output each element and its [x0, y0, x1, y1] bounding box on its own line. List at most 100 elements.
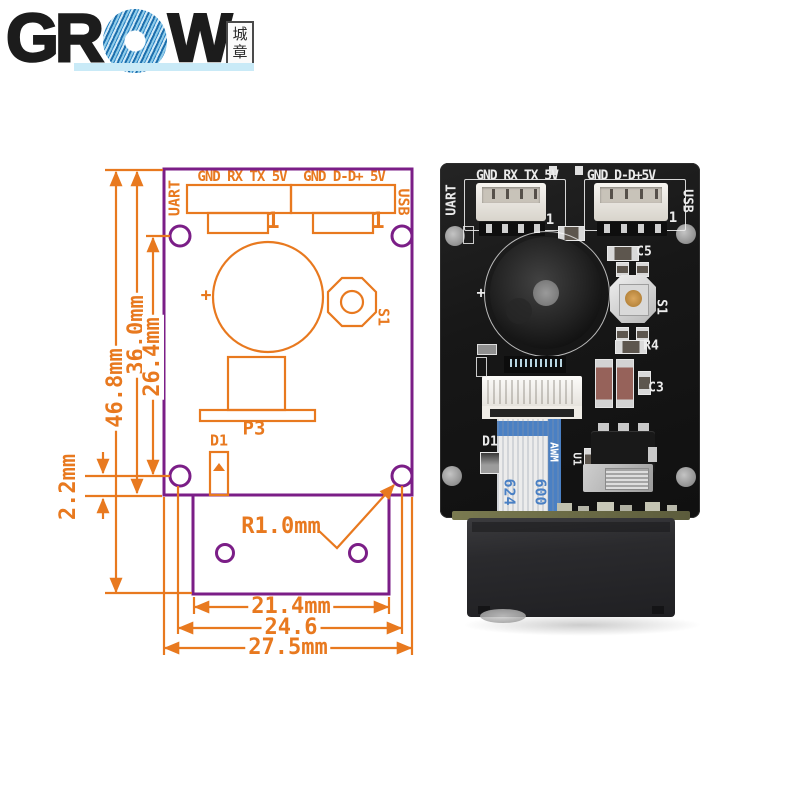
regulator-tab — [648, 447, 657, 462]
mount-hole-top-right — [390, 224, 414, 248]
flex-cable — [497, 419, 561, 518]
regulator-pin — [638, 423, 649, 432]
ffc-slot — [490, 409, 574, 417]
silk-outline — [476, 357, 487, 377]
usb-pin — [655, 189, 658, 199]
button-center — [339, 289, 365, 315]
logo-text-gr: GR — [5, 0, 106, 76]
photo-u1-label: U1 — [570, 452, 584, 466]
diode-symbol — [213, 463, 225, 471]
photo-hole-top-right — [676, 224, 696, 244]
scan-head — [467, 518, 675, 617]
metal-can — [605, 468, 649, 490]
photo-shadow — [462, 614, 702, 636]
buzzer-center-hole — [533, 280, 559, 306]
silk-mark-1 — [549, 166, 557, 175]
usb-pin — [640, 189, 643, 199]
photo-usb-label: USB — [679, 189, 695, 213]
photo-d1-label: D1 — [482, 434, 498, 450]
edge-pad — [620, 505, 632, 514]
edge-pad — [597, 502, 614, 513]
regulator-pin — [618, 423, 629, 432]
diagram-usb-pin-labels: GND D-D+ 5V — [303, 169, 386, 185]
cable-blue-band-top — [497, 421, 561, 436]
head-hole-right — [348, 543, 368, 563]
diagram-button-label: S1 — [374, 307, 393, 327]
uart-pin — [506, 189, 509, 199]
photo-s1-label: S1 — [653, 299, 669, 315]
button-passive — [636, 262, 649, 277]
c3-capacitor-2 — [616, 359, 634, 408]
photo-usb-pin-labels: GND D-D+5V — [586, 168, 656, 184]
cable-ridges — [497, 419, 561, 518]
diagram-usb-label: USB — [394, 188, 413, 216]
button-footprint — [326, 276, 378, 328]
tact-button-plunger — [625, 290, 642, 307]
radius-leader-line — [317, 484, 395, 550]
dim-board-width-label: 27.5mm — [245, 637, 331, 659]
seal-char-bottom: 章 — [232, 43, 248, 61]
dim-hole-offset-label: 2.2mm — [56, 453, 81, 521]
edge-pad — [645, 502, 660, 513]
photo-c3-label: C3 — [648, 380, 664, 396]
diagram-uart-pin-labels: GND RX TX 5V — [197, 169, 287, 185]
scan-head-notch — [652, 606, 664, 614]
diode-footprint — [208, 450, 230, 497]
diagram-camera-label: P3 — [242, 417, 266, 440]
diagram-diode-label: D1 — [209, 431, 229, 450]
button-passive — [616, 262, 629, 277]
usb-pin-footprint — [311, 211, 375, 235]
photo-buzzer-plus: + — [476, 283, 486, 302]
usb-solder-row — [597, 222, 667, 236]
photo-uart-label: UART — [444, 184, 460, 216]
camera-base-footprint — [198, 408, 317, 423]
uart-connector-slot — [482, 187, 540, 203]
mount-hole-top-left — [168, 224, 192, 248]
mount-hole-bottom-right — [390, 464, 414, 488]
diagram-pin1-left: 1 — [266, 209, 280, 234]
cable-num1-text: 600 — [531, 478, 550, 506]
usb-stud — [638, 224, 644, 233]
uart-stud — [518, 224, 524, 233]
photo-hole-bottom-right — [676, 467, 696, 487]
ffc-contacts — [487, 380, 577, 404]
uart-stud — [534, 224, 540, 233]
dimension-lines — [85, 168, 414, 655]
board-outline-group — [162, 167, 414, 596]
usb-stud — [604, 224, 610, 233]
module-photo: AWM 600 624 GND RX TX — [440, 163, 702, 643]
component-footprints — [185, 183, 397, 497]
mount-hole-bottom-left — [168, 464, 192, 488]
hole-radius-label: R1.0mm — [241, 514, 321, 539]
dim-head-width-label: 21.4mm — [248, 596, 334, 618]
scan-head-outline — [191, 493, 391, 596]
photo-c5-label: C5 — [636, 244, 652, 260]
c5-resistor — [607, 246, 639, 261]
logo-underline — [74, 63, 254, 71]
cable-awm-text: AWM — [547, 442, 561, 462]
buzzer-shade — [506, 298, 532, 324]
usb-pin — [610, 189, 613, 199]
cable-blue-band-side — [548, 419, 561, 518]
scan-head-notch — [478, 606, 490, 614]
edge-pad — [578, 506, 589, 514]
silk-outline — [477, 344, 497, 355]
photo-pin1-right: 1 — [668, 210, 678, 226]
photo-uart-pin-labels: GND RX TX 5V — [476, 168, 559, 184]
photo-hole-bottom-left — [442, 466, 462, 486]
edge-pad — [557, 503, 572, 514]
regulator-pin — [598, 423, 609, 432]
cable-num2-text: 624 — [500, 478, 519, 506]
glue-blob — [480, 609, 526, 623]
dim-hole-height-label: 26.4mm — [140, 314, 165, 400]
usb-stud — [621, 224, 627, 233]
d1-led — [480, 452, 500, 474]
usb-pin — [625, 189, 628, 199]
photo-r4-label: R4 — [643, 338, 659, 354]
uart-pin — [492, 189, 495, 199]
uart-stud — [486, 224, 492, 233]
buzzer-footprint — [211, 240, 325, 354]
c3-side-resistor — [638, 371, 651, 395]
seal-char-top: 城 — [232, 25, 248, 43]
